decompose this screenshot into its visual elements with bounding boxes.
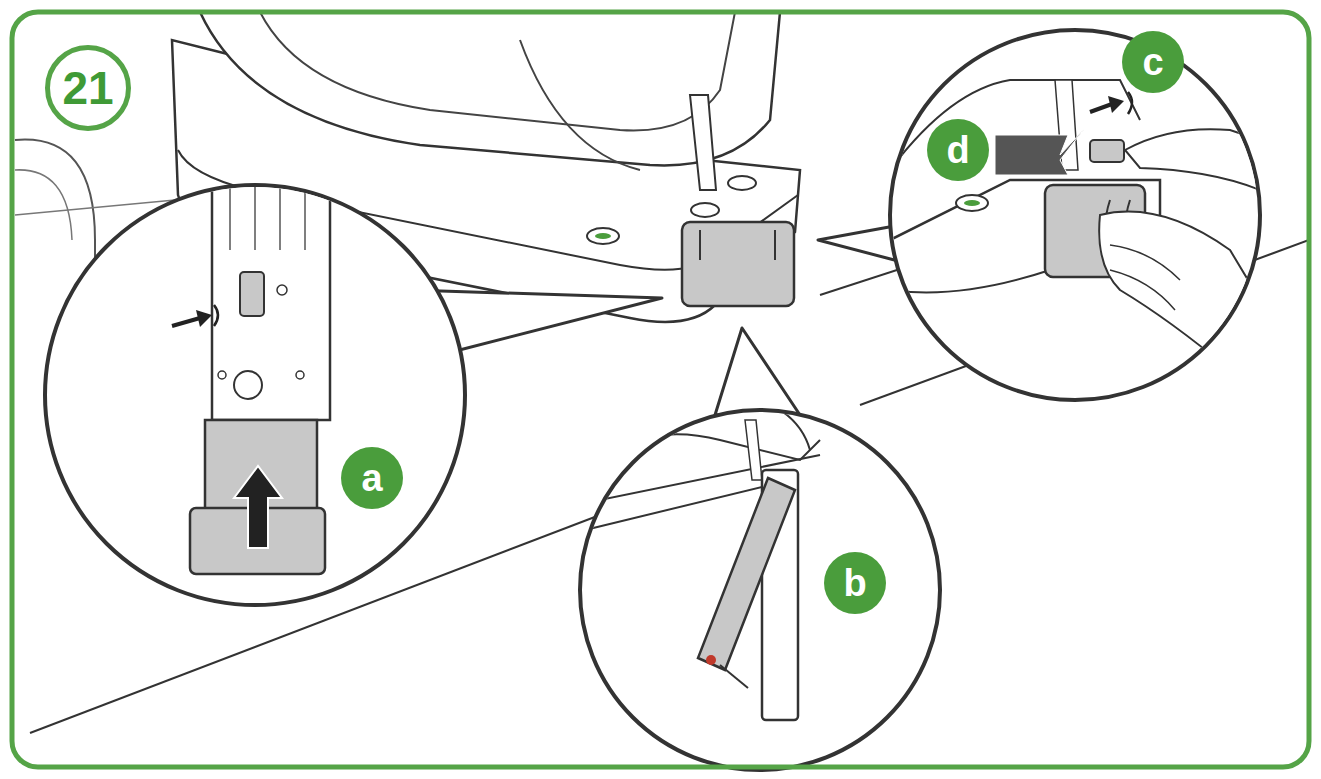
seat-edge	[590, 434, 820, 470]
callout-letter: b	[824, 552, 886, 614]
hole	[277, 285, 287, 295]
step-number: 21	[45, 45, 131, 131]
seat-shell	[200, 12, 780, 165]
load-leg-block	[682, 222, 794, 306]
callout-text: b	[843, 564, 866, 602]
zoom-circle	[45, 185, 465, 605]
folding-leg	[698, 478, 795, 670]
press-arrowhead	[1108, 96, 1124, 113]
callout-text: d	[946, 131, 969, 169]
base-edge	[585, 485, 770, 530]
indicator-button	[728, 176, 756, 190]
indicator-green	[964, 200, 980, 206]
zoom-circle	[580, 410, 940, 770]
hand	[1125, 129, 1260, 190]
strap	[690, 95, 716, 190]
callout-text: 21	[62, 65, 113, 111]
callout-letter: c	[1122, 31, 1184, 93]
red-indicator	[706, 655, 716, 665]
hand	[1099, 212, 1260, 370]
zoom-fold-detail	[585, 393, 820, 720]
zoom-leg-detail	[172, 185, 330, 574]
fingers	[1110, 245, 1180, 310]
callout-text: a	[361, 459, 382, 497]
slide-button	[1090, 140, 1124, 162]
seat-cushion	[520, 40, 640, 170]
indicator-button	[587, 228, 619, 244]
zoom-leader	[715, 328, 800, 415]
release-button	[240, 272, 264, 316]
seat-shell	[650, 393, 810, 450]
press-arrow	[1090, 104, 1112, 112]
zoom-button-detail	[890, 80, 1260, 370]
leg-housing	[212, 185, 330, 420]
press-arrowhead	[196, 310, 212, 327]
strap	[745, 420, 762, 480]
zoom-circle	[890, 30, 1260, 400]
base-edge	[890, 270, 1050, 293]
indicator-window	[234, 371, 262, 399]
load-leg-detail	[700, 230, 775, 260]
indicator-green	[595, 233, 611, 239]
callout-text: c	[1142, 43, 1163, 81]
indicator-button	[691, 203, 719, 217]
frame	[12, 12, 1309, 767]
press-mark	[214, 305, 218, 326]
callout-letter: a	[341, 447, 403, 509]
fold-mark	[720, 665, 748, 688]
callout-letter: d	[927, 119, 989, 181]
hole	[218, 371, 226, 379]
hole	[296, 371, 304, 379]
slide-arrow	[995, 128, 1085, 175]
press-arrow	[172, 318, 200, 326]
push-up-arrow	[234, 466, 282, 548]
vehicle-seat-outline	[15, 170, 72, 240]
press-mark	[1128, 92, 1132, 114]
seat-cushion	[260, 12, 735, 131]
leg-ribs	[230, 185, 305, 250]
indicator-button	[956, 195, 988, 211]
